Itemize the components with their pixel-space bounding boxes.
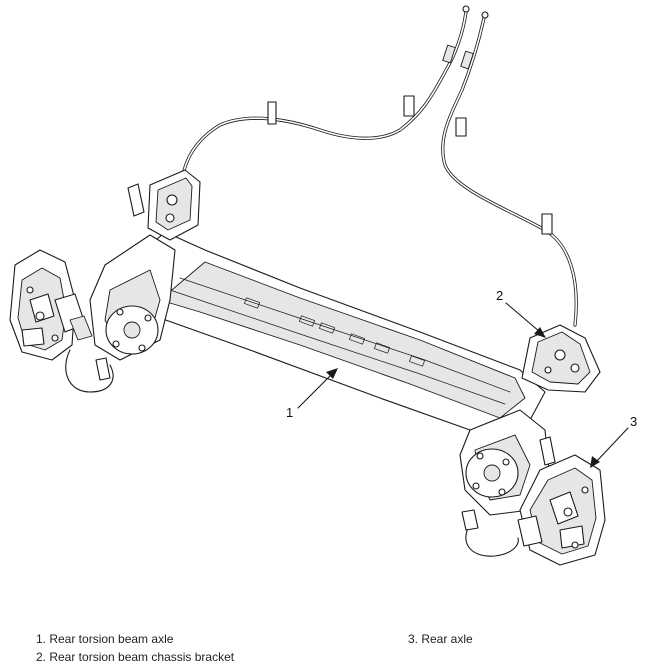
left-brake-assembly: [9, 249, 111, 381]
torsion-beam-axle: [89, 231, 551, 516]
legend-item-3: 3. Rear axle: [408, 632, 473, 646]
parking-brake-cables: [65, 5, 578, 557]
legend-item-1: 1. Rear torsion beam axle: [36, 632, 174, 646]
rear-axle-assembly: [461, 436, 606, 566]
callout-2: 2: [496, 288, 546, 338]
callout-3: 3: [590, 414, 637, 468]
rear-axle-diagram: 1 2 3: [9, 5, 637, 566]
callout-1-label: 1: [286, 405, 293, 420]
callout-3-label: 3: [630, 414, 637, 429]
legend-item-2: 2. Rear torsion beam chassis bracket: [36, 650, 235, 664]
callout-2-label: 2: [496, 288, 503, 303]
callout-1: 1: [286, 368, 338, 420]
torsion-beam-chassis-brackets: [127, 169, 601, 393]
